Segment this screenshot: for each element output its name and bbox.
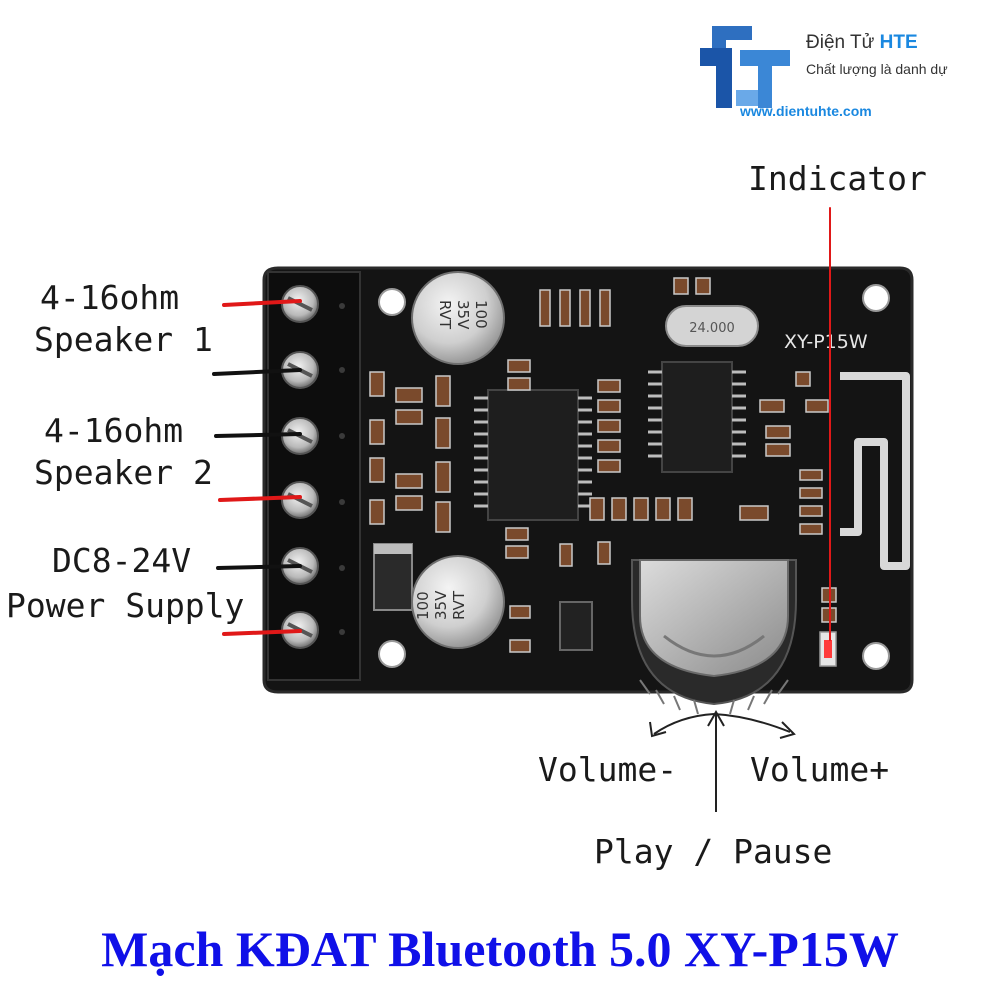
- diode: [373, 543, 413, 611]
- product-caption: Mạch KĐAT Bluetooth 5.0 XY-P15W: [101, 921, 899, 977]
- bluetooth-ic: [648, 361, 746, 473]
- brand-slogan: Chất lượng là danh dự: [806, 61, 948, 77]
- label-speaker2: Speaker 2: [34, 453, 213, 492]
- amplifier-ic: [474, 389, 592, 521]
- label-speaker2-impedance: 4-16ohm: [44, 411, 184, 450]
- capacitor-top: 100 35V RVT: [411, 271, 505, 365]
- capacitor-bottom: 100 35V RVT: [411, 555, 505, 649]
- speaker1-negative-wire: [212, 368, 302, 376]
- brand-name: Điện Tử HTE: [806, 32, 918, 54]
- speaker1-positive-wire: [222, 299, 302, 307]
- label-power-voltage: DC8-24V: [52, 541, 192, 580]
- svg-text:35V: 35V: [454, 300, 472, 330]
- crystal-oscillator: 24.000: [665, 305, 759, 347]
- label-volume-up: Volume+: [750, 750, 890, 789]
- wire-callouts: [212, 207, 831, 641]
- label-power-supply: Power Supply: [6, 586, 245, 625]
- svg-text:100: 100: [472, 300, 490, 329]
- label-play-pause: Play / Pause: [594, 832, 833, 871]
- label-speaker1-impedance: 4-16ohm: [40, 278, 180, 317]
- speaker2-negative-wire: [214, 432, 302, 438]
- pcb-board: 24.000: [262, 266, 914, 715]
- svg-text:RVT: RVT: [450, 590, 468, 620]
- power-negative-wire: [216, 564, 302, 570]
- label-indicator: Indicator: [748, 159, 927, 198]
- crystal-marking: 24.000: [689, 321, 735, 336]
- volume-up-arc: [713, 713, 791, 733]
- brand-website: www.dientuhte.com: [740, 103, 872, 119]
- svg-text:RVT: RVT: [436, 300, 454, 330]
- brand-name-prefix: Điện Tử: [806, 32, 875, 53]
- speaker2-positive-wire: [218, 495, 302, 502]
- brand-logo: [700, 26, 790, 108]
- label-volume-down: Volume-: [538, 750, 678, 789]
- label-speaker1: Speaker 1: [34, 320, 213, 359]
- regulator-chip: [559, 601, 593, 651]
- svg-text:100: 100: [414, 591, 432, 620]
- svg-text:35V: 35V: [432, 590, 450, 620]
- board-silkscreen: XY-P15W: [784, 331, 868, 353]
- volume-knob: [631, 559, 797, 715]
- power-positive-wire: [222, 629, 302, 636]
- brand-name-accent: HTE: [879, 32, 918, 53]
- volume-down-arc: [653, 713, 715, 735]
- rotation-arrows: [649, 709, 796, 812]
- bluetooth-antenna: [840, 372, 910, 570]
